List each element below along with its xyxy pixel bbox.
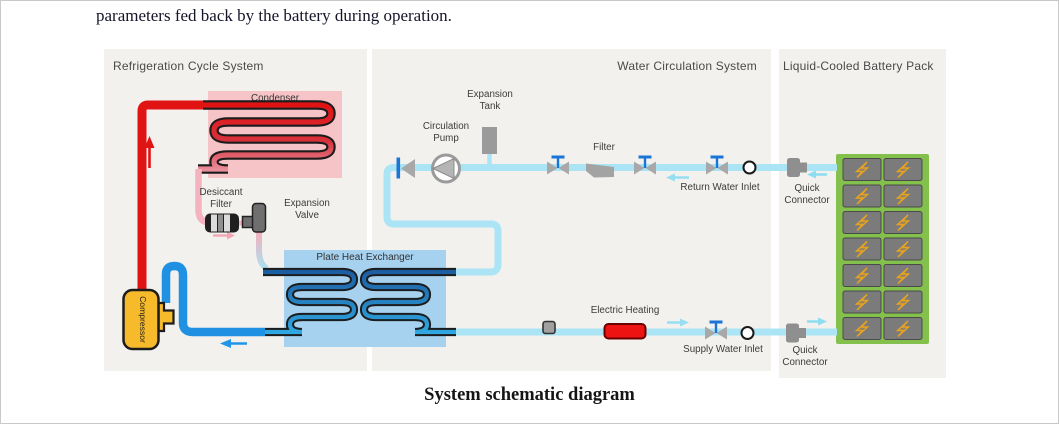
flow-left-arrow-return-battery bbox=[807, 170, 827, 179]
return-water-inlet-port bbox=[742, 160, 757, 175]
compressor-label: Compressor bbox=[138, 296, 148, 343]
battery-cell bbox=[842, 290, 882, 314]
expansion-tank-label: Expansion Tank bbox=[467, 89, 513, 112]
body-paragraph-text: parameters fed back by the battery durin… bbox=[96, 6, 452, 25]
battery-cell bbox=[883, 290, 923, 314]
battery-cell bbox=[842, 317, 882, 340]
supply-water-inlet-port bbox=[740, 326, 755, 340]
expansion-valve-label: Expansion Valve bbox=[284, 198, 330, 221]
flow-left-arrow-suction bbox=[220, 339, 247, 348]
lightning-bolt-icon bbox=[854, 267, 870, 285]
lightning-bolt-icon bbox=[854, 187, 870, 205]
lightning-bolt-icon bbox=[854, 320, 870, 338]
valve-2 bbox=[634, 155, 656, 175]
battery-cell bbox=[883, 211, 923, 234]
valve-4 bbox=[705, 320, 727, 340]
lightning-bolt-icon bbox=[895, 240, 911, 258]
quick-connector-top-label: Quick Connector bbox=[784, 183, 830, 206]
heat-exchanger-refrigerant-coil bbox=[263, 267, 359, 337]
desiccant-filter-label: Desiccant Filter bbox=[199, 187, 243, 210]
supply-water-inlet-label: Supply Water Inlet bbox=[683, 344, 763, 355]
circulation-pump bbox=[431, 153, 461, 184]
battery-cell bbox=[842, 158, 882, 181]
lightning-bolt-icon bbox=[854, 240, 870, 258]
flow-up-arrow bbox=[144, 136, 155, 168]
quick-connector-top bbox=[787, 158, 807, 177]
battery-cell-grid bbox=[842, 158, 923, 340]
battery-panel-title: Liquid-Cooled Battery Pack bbox=[783, 59, 934, 73]
valve-3 bbox=[706, 155, 728, 175]
battery-cell bbox=[883, 264, 923, 287]
lightning-bolt-icon bbox=[895, 187, 911, 205]
lightning-bolt-icon bbox=[854, 293, 870, 311]
water-filter-label: Filter bbox=[593, 142, 615, 153]
quick-connector-bottom bbox=[786, 323, 806, 343]
condenser-coil bbox=[198, 100, 336, 174]
electric-heating-label: Electric Heating bbox=[590, 305, 660, 316]
flow-right-arrow-supply-battery bbox=[807, 317, 827, 326]
water-filter bbox=[586, 163, 614, 178]
battery-cell bbox=[883, 184, 923, 208]
suction-pipe bbox=[161, 261, 265, 337]
water-panel-title: Water Circulation System bbox=[617, 59, 757, 73]
return-water-pipe bbox=[383, 164, 837, 276]
lightning-bolt-icon bbox=[854, 161, 870, 179]
compressor: Compressor bbox=[122, 288, 175, 351]
check-valve bbox=[396, 157, 415, 179]
battery-cell bbox=[842, 264, 882, 287]
lightning-bolt-icon bbox=[895, 267, 911, 285]
flow-left-arrow-return bbox=[666, 173, 689, 182]
battery-pack bbox=[836, 154, 929, 344]
refrigeration-panel-title: Refrigeration Cycle System bbox=[113, 59, 264, 73]
battery-cell bbox=[842, 237, 882, 261]
battery-cell bbox=[842, 184, 882, 208]
figure-caption: System schematic diagram bbox=[424, 385, 635, 405]
battery-cell bbox=[883, 158, 923, 181]
return-water-inlet-label: Return Water Inlet bbox=[680, 182, 760, 193]
lightning-bolt-icon bbox=[854, 214, 870, 232]
expansion-outlet-pipe bbox=[256, 232, 269, 272]
circulation-pump-label: Circulation Pump bbox=[422, 121, 470, 144]
quick-connector-bottom-label: Quick Connector bbox=[782, 345, 828, 368]
lightning-bolt-icon bbox=[895, 214, 911, 232]
desiccant-filter bbox=[205, 213, 239, 233]
sensor bbox=[542, 320, 556, 335]
lightning-bolt-icon bbox=[895, 293, 911, 311]
flow-right-arrow-liquid bbox=[213, 231, 235, 240]
battery-cell bbox=[883, 237, 923, 261]
lightning-bolt-icon bbox=[895, 320, 911, 338]
expansion-valve bbox=[241, 202, 267, 233]
battery-cell bbox=[842, 211, 882, 234]
electric-heater bbox=[603, 323, 647, 340]
plate-heat-exchanger-label: Plate Heat Exchanger bbox=[316, 252, 414, 263]
expansion-tank bbox=[482, 127, 497, 154]
battery-cell bbox=[883, 317, 923, 340]
condenser-label: Condenser bbox=[251, 93, 299, 104]
discharge-pipe bbox=[137, 100, 205, 293]
heat-exchanger-water-coil bbox=[359, 267, 456, 337]
flow-right-arrow-supply bbox=[667, 318, 689, 327]
lightning-bolt-icon bbox=[895, 161, 911, 179]
valve-1 bbox=[547, 155, 569, 175]
